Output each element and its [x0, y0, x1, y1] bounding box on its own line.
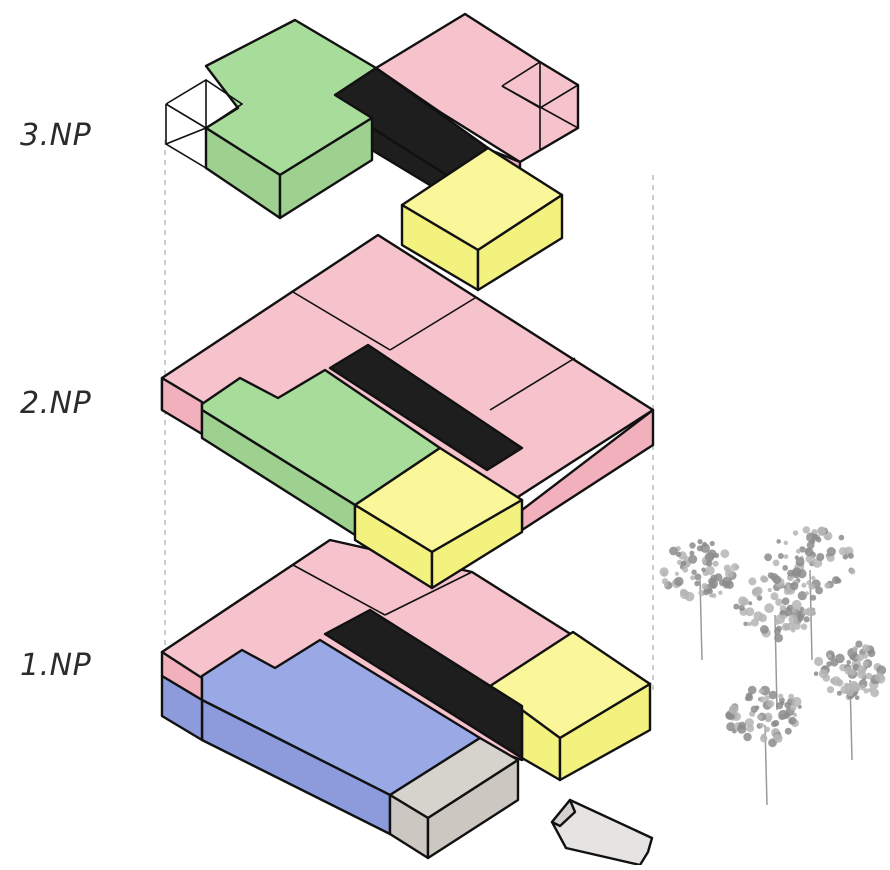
tree-icon [813, 640, 887, 761]
floor-2-yellow-side [430, 498, 524, 590]
trees [659, 526, 887, 806]
floor-3-green-side [278, 116, 374, 220]
floor-2-corridor [328, 343, 524, 472]
floor-label-2np: 2.NP [20, 386, 92, 421]
floor-1-volume [160, 538, 652, 860]
tree-icon [725, 685, 802, 806]
floor-3-volume [165, 12, 580, 292]
floor-1-blue-edge [160, 674, 204, 742]
floor-3-terrace-frame-right [501, 61, 580, 152]
floor-label-3np: 3.NP [20, 118, 92, 153]
floor-1-yellow-side [558, 682, 652, 782]
floor-2-volume [160, 233, 655, 590]
floor-1-grey-side [426, 758, 520, 860]
floor-3-terrace-frame-left [165, 79, 244, 170]
floor-label-1np: 1.NP [20, 648, 92, 683]
floor-1-corridor [323, 608, 524, 760]
tree-icon [659, 539, 740, 661]
entrance-arrow-icon [550, 798, 654, 867]
floor-3-yellow-side [476, 193, 564, 292]
tree-icon [733, 575, 817, 711]
